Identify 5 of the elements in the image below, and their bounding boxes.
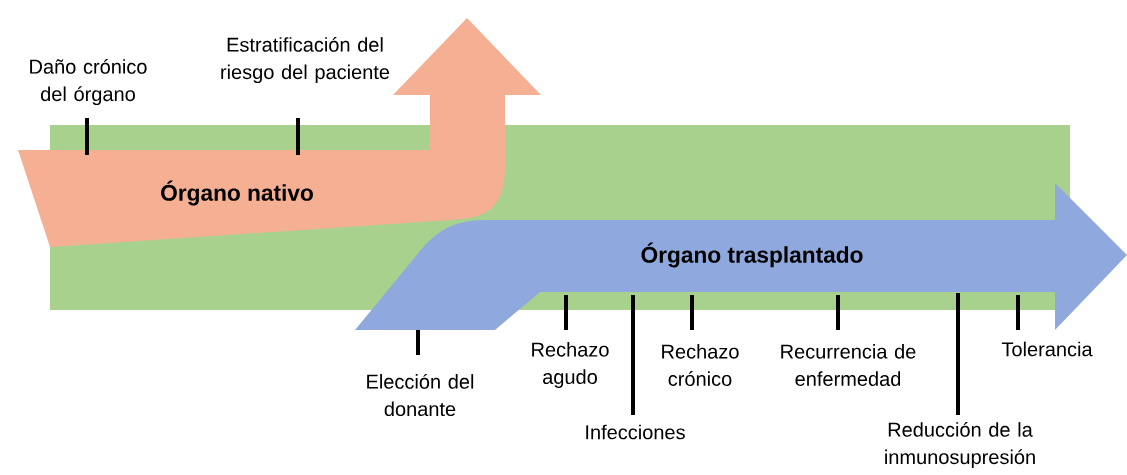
timeline-label: Infecciones: [586, 424, 685, 440]
timeline-label: Estratificación del riesgo del paciente: [221, 36, 390, 84]
timeline-label: Daño crónico del órgano: [30, 58, 147, 106]
timeline-label: Elección del donante: [367, 373, 474, 417]
timeline-label: Reducción de la inmunosupresión: [885, 421, 1035, 469]
